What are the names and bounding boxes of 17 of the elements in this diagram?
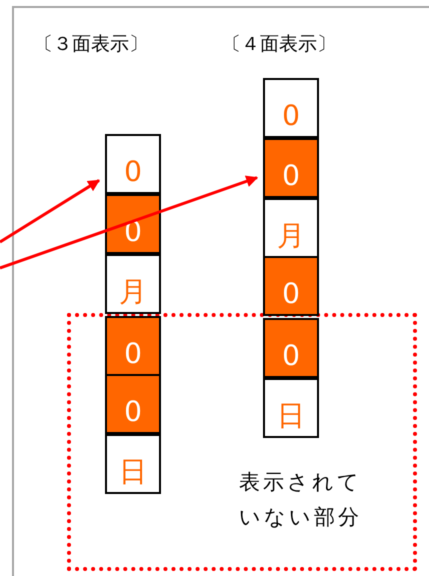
digit-cell: 0 (263, 78, 319, 138)
highlighted-digit-cell: 0 (105, 374, 161, 434)
digit-cell: 日 (105, 434, 161, 494)
highlighted-digit-cell: 0 (263, 318, 319, 378)
digit-cell: 月 (105, 254, 161, 314)
highlighted-digit-cell: 0 (105, 316, 161, 376)
arrow (0, 179, 100, 244)
arrow (0, 176, 258, 270)
column-heading: 〔３面表示〕 (34, 32, 148, 57)
highlighted-digit-cell: 0 (263, 256, 319, 316)
digit-cell: 0 (105, 134, 161, 194)
area-label: 表示されていない部分 (239, 469, 363, 531)
hidden-area (67, 313, 417, 571)
digit-cell: 月 (263, 198, 319, 258)
column-heading: 〔４面表示〕 (222, 32, 336, 57)
digit-cell: 日 (263, 378, 319, 438)
highlighted-digit-cell: 0 (263, 138, 319, 198)
